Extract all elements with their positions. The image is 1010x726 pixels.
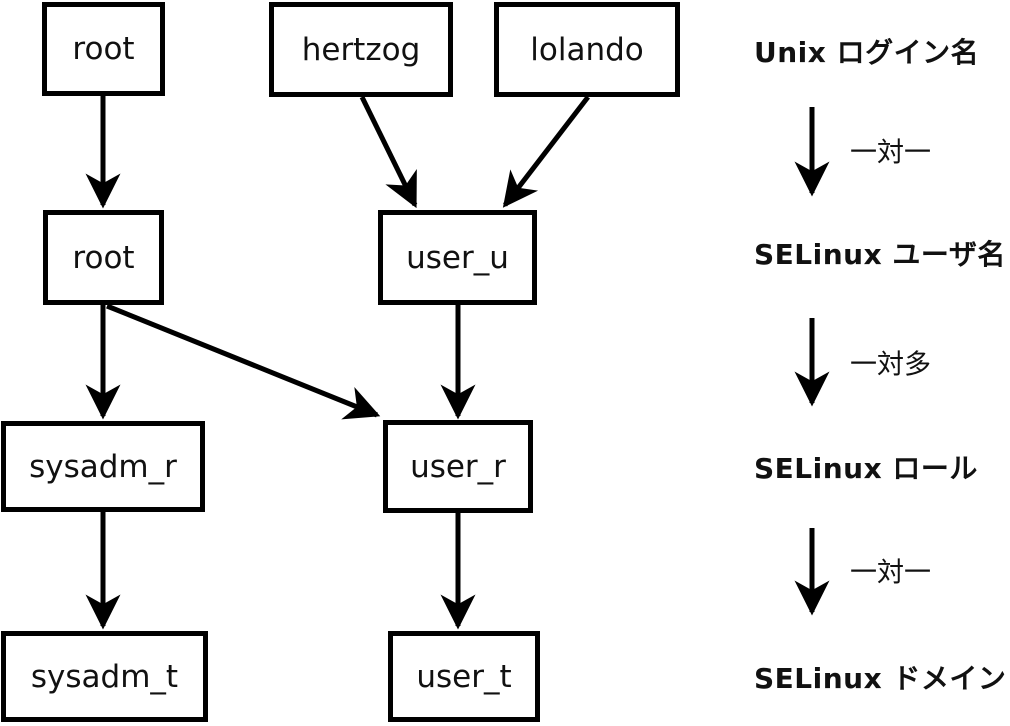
node-unix-login-root: root: [42, 2, 165, 96]
node-domain-sysadm_t: sysadm_t: [1, 631, 208, 722]
node-selinux-user-root: root: [43, 210, 164, 305]
edge-hertzog-to-user_u: [359, 95, 418, 209]
legend-level-selinux-role: SELinux ロール: [754, 452, 978, 485]
edge-selinux-root-to-user_r: [106, 303, 381, 420]
legend-level-unix-login-name: Unix ログイン名: [754, 36, 980, 69]
node-unix-login-hertzog: hertzog: [269, 2, 453, 97]
legend-level-selinux-domain: SELinux ドメイン: [754, 662, 1007, 695]
edge-lolando-to-user_u: [502, 95, 590, 208]
node-unix-login-lolando: lolando: [494, 2, 680, 97]
node-domain-user_t: user_t: [388, 631, 540, 722]
legend-level-selinux-user-name: SELinux ユーザ名: [754, 238, 1006, 271]
node-role-sysadm_r: sysadm_r: [1, 421, 205, 512]
node-selinux-user-user_u: user_u: [378, 210, 537, 305]
legend-relation-one-to-one-1: 一対一: [850, 137, 931, 169]
legend-relation-one-to-one-2: 一対一: [850, 557, 931, 589]
node-role-user_r: user_r: [383, 420, 533, 513]
legend-relation-one-to-many: 一対多: [850, 349, 931, 381]
